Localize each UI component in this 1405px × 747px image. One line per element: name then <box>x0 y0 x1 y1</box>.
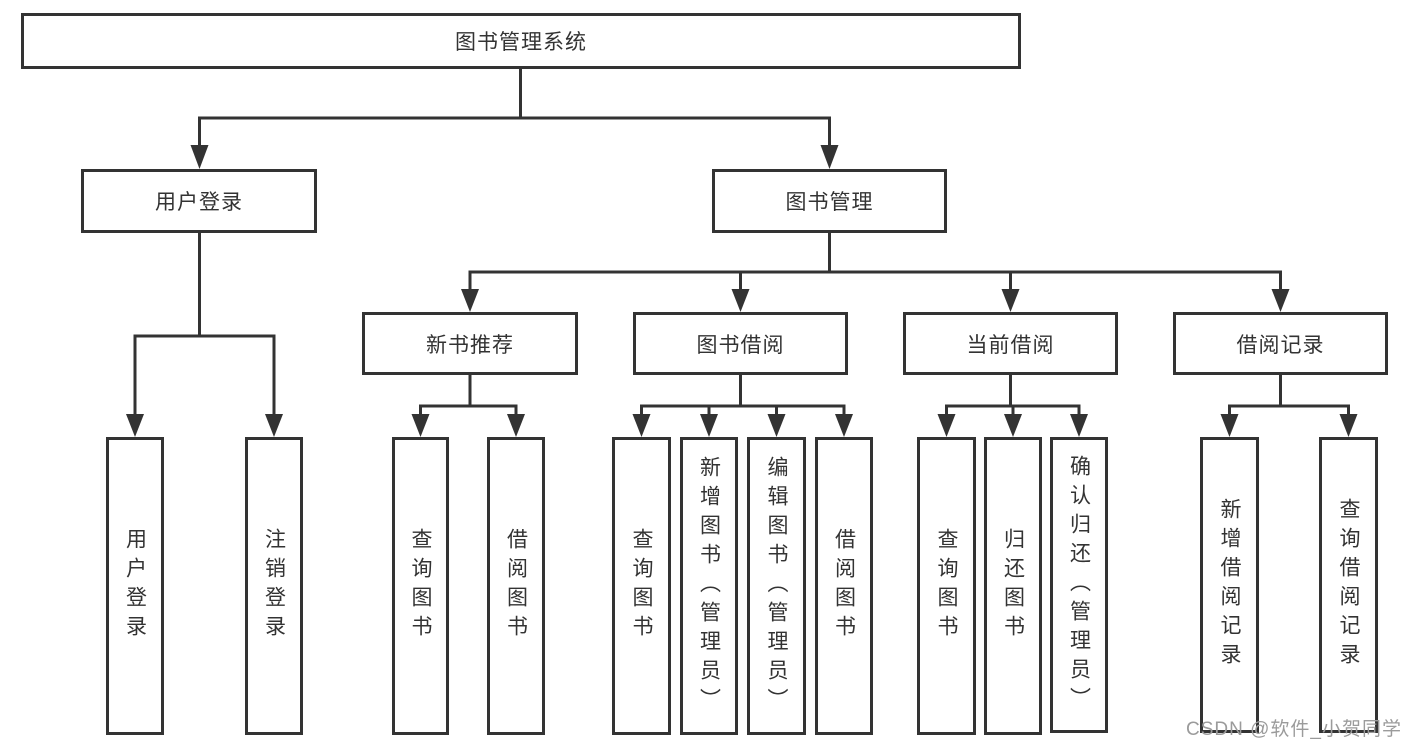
leaf-label: 归还图书 <box>1001 528 1025 644</box>
leaf-logout: 注销登录 <box>245 437 303 735</box>
leaf-label: 查询借阅记录 <box>1337 498 1360 672</box>
leaf-label: 查询图书 <box>409 528 432 644</box>
node-book-borrowing: 图书借阅 <box>633 312 848 375</box>
node-borrowing-records: 借阅记录 <box>1173 312 1388 375</box>
node-user-login-branch: 用户登录 <box>81 169 317 233</box>
leaf-return-books: 归还图书 <box>984 437 1042 735</box>
leaf-confirm-return-admin: 确认归还（管理员） <box>1050 437 1108 733</box>
leaf-query-books-borrowing: 查询图书 <box>612 437 671 735</box>
leaf-label: 借阅图书 <box>504 528 528 644</box>
leaf-user-login: 用户登录 <box>106 437 164 735</box>
leaf-query-books-current: 查询图书 <box>917 437 976 735</box>
csdn-watermark: CSDN @软件_小贺同学 <box>1186 719 1402 740</box>
leaf-query-borrow-record: 查询借阅记录 <box>1319 437 1378 733</box>
leaf-label: 注销登录 <box>262 528 286 644</box>
leaf-label: 借阅图书 <box>832 528 856 644</box>
leaf-borrow-books: 借阅图书 <box>815 437 873 735</box>
leaf-borrow-books-recommend: 借阅图书 <box>487 437 545 735</box>
leaf-label: 查询图书 <box>630 528 653 644</box>
node-current-borrowing: 当前借阅 <box>903 312 1118 375</box>
node-new-book-recommendation: 新书推荐 <box>362 312 578 375</box>
leaf-label: 新增图书（管理员） <box>697 455 721 717</box>
leaf-query-books-recommend: 查询图书 <box>392 437 449 735</box>
leaf-label: 确认归还（管理员） <box>1067 454 1091 716</box>
leaf-label: 用户登录 <box>123 528 147 644</box>
leaf-edit-books-admin: 编辑图书（管理员） <box>747 437 806 735</box>
leaf-label: 查询图书 <box>935 528 958 644</box>
leaf-label: 编辑图书（管理员） <box>765 455 788 717</box>
node-book-management-branch: 图书管理 <box>712 169 947 233</box>
node-library-management-system: 图书管理系统 <box>21 13 1021 69</box>
leaf-add-books-admin: 新增图书（管理员） <box>680 437 738 735</box>
leaf-label: 新增借阅记录 <box>1218 498 1241 672</box>
leaf-add-borrow-record: 新增借阅记录 <box>1200 437 1259 733</box>
